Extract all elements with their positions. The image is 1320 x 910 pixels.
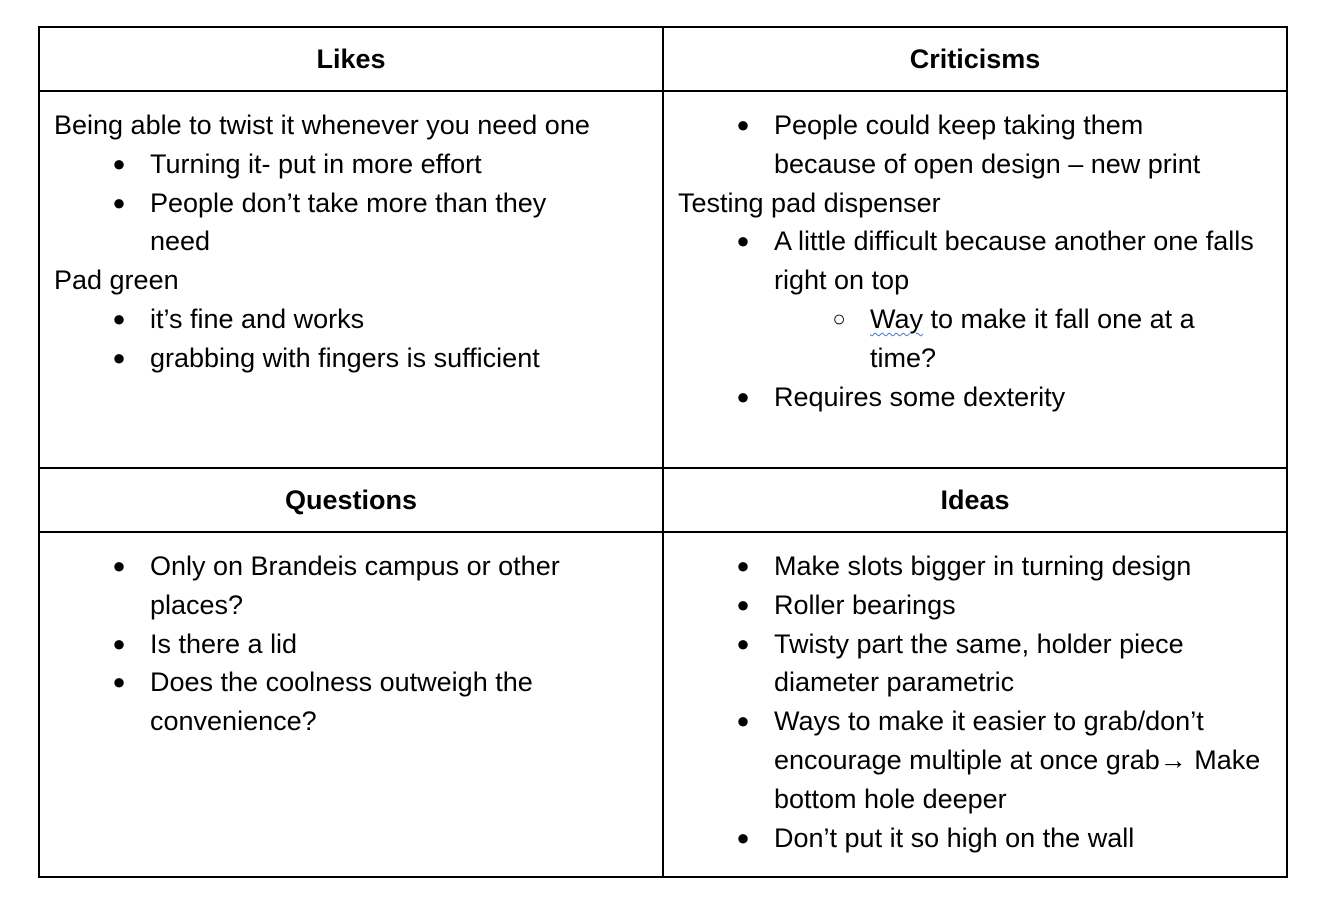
list-item-text: A little difficult because another one f… (774, 226, 1254, 296)
list-item-text: People don’t take more than they need (150, 187, 547, 257)
list-item-text: Does the coolness outweigh the convenien… (150, 667, 533, 737)
ideas-cell: ● Make slots bigger in turning design ● … (662, 531, 1288, 878)
list-item: ● it’s fine and works (54, 300, 648, 339)
list-item: ● Turning it- put in more effort (54, 145, 648, 184)
sub-list-item-text: to make it fall one at a time? (870, 303, 1195, 373)
list-item-text: Only on Brandeis campus or other places? (150, 551, 560, 620)
list-item-text: Is there a lid (150, 628, 298, 659)
list-item: ● People could keep taking them because … (678, 106, 1272, 184)
bullet-icon: ● (736, 708, 750, 734)
bullet-icon: ● (112, 669, 126, 695)
bullet-icon: ● (736, 112, 750, 137)
bullet-icon: ● (112, 189, 126, 215)
list-item: ● Only on Brandeis campus or other place… (54, 547, 648, 625)
bullet-icon: ● (112, 150, 126, 176)
list-item-text: Turning it- put in more effort (150, 148, 482, 179)
list-item-text: Ways to make it easier to grab/don’t enc… (774, 706, 1261, 814)
criticisms-heading: Criticisms (662, 26, 1288, 92)
list-item-text: Requires some dexterity (774, 381, 1066, 412)
questions-cell: ● Only on Brandeis campus or other place… (38, 531, 664, 878)
likes-heading: Likes (38, 26, 664, 92)
list-item: ● Twisty part the same, holder piece dia… (678, 625, 1272, 703)
ideas-heading: Ideas (662, 467, 1288, 533)
list-item-text: People could keep taking them because of… (774, 110, 1201, 179)
bullet-icon: ● (736, 383, 750, 409)
list-item-text: Roller bearings (774, 589, 956, 620)
list-item: ● Requires some dexterity (678, 378, 1272, 417)
criticisms-cell: ● People could keep taking them because … (662, 90, 1288, 469)
list-item-text: Twisty part the same, holder piece diame… (774, 628, 1184, 698)
likes-line-pad-green: Pad green (54, 265, 179, 296)
bullet-icon: ● (736, 228, 750, 254)
hollow-bullet-icon: ○ (832, 305, 846, 331)
likes-line-twist: Being able to twist it whenever you need… (54, 110, 590, 140)
list-item: ● A little difficult because another one… (678, 222, 1272, 300)
questions-heading: Questions (38, 467, 664, 533)
list-item-text: Make slots bigger in turning design (774, 551, 1192, 581)
bullet-icon: ● (736, 591, 750, 617)
bullet-icon: ● (736, 824, 750, 850)
list-item: ● Does the coolness outweigh the conveni… (54, 663, 648, 741)
list-item-text: Don’t put it so high on the wall (774, 822, 1135, 853)
list-item: ● Make slots bigger in turning design (678, 547, 1272, 586)
bullet-icon: ● (736, 630, 750, 656)
list-item: ● Don’t put it so high on the wall (678, 819, 1272, 858)
likes-cell: Being able to twist it whenever you need… (38, 90, 664, 469)
sub-list-item: ○ Way to make it fall one at a time? (678, 300, 1272, 378)
bullet-icon: ● (112, 630, 126, 656)
bullet-icon: ● (112, 305, 126, 331)
bullet-icon: ● (112, 344, 126, 370)
list-item-text: it’s fine and works (150, 303, 365, 334)
feedback-grid-table: Likes Criticisms Being able to twist it … (38, 26, 1288, 878)
bullet-icon: ● (736, 553, 750, 578)
list-item: ● People don’t take more than they need (54, 184, 648, 262)
list-item: ● Roller bearings (678, 586, 1272, 625)
bullet-icon: ● (112, 553, 126, 578)
criticisms-line-testing: Testing pad dispenser (678, 187, 941, 218)
list-item: ● grabbing with fingers is sufficient (54, 339, 648, 378)
list-item: ● Ways to make it easier to grab/don’t e… (678, 702, 1272, 818)
list-item: ● Is there a lid (54, 625, 648, 664)
list-item-text: grabbing with fingers is sufficient (150, 342, 540, 373)
spellcheck-word[interactable]: Way (870, 303, 923, 334)
